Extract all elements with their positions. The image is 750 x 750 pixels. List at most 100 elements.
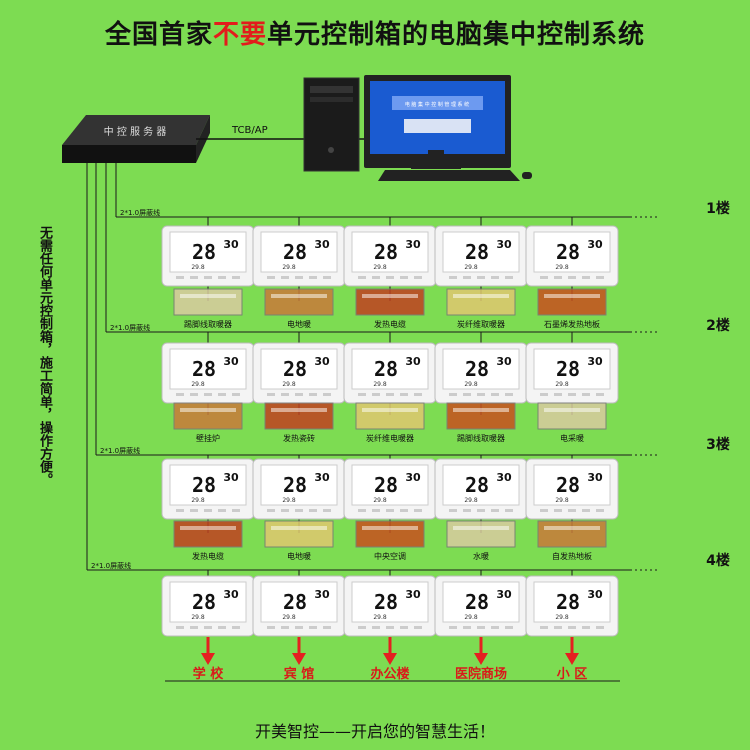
device-label: 炭纤维取暖器 — [457, 319, 505, 329]
device-label: 自发热地板 — [552, 551, 592, 561]
thermostat-setpoint: 30 — [496, 588, 512, 601]
device-label: 电地暖 — [287, 551, 311, 561]
bus-label: 2*1.0屏蔽线 — [100, 446, 140, 455]
device-image: 水暖 — [446, 520, 516, 561]
thermostat-small-readout: 29.8 — [555, 264, 569, 271]
thermostat-temp: 28 — [465, 357, 489, 381]
destination-arrow: 小 区 — [557, 637, 587, 682]
floor-label: 1楼 — [706, 200, 730, 217]
thermostat-setpoint: 30 — [314, 238, 330, 251]
bus-label: 2*1.0屏蔽线 — [91, 561, 131, 570]
bus-label: 2*1.0屏蔽线 — [110, 323, 150, 332]
floor-label: 4楼 — [706, 552, 730, 569]
thermostat-temp: 28 — [556, 473, 580, 497]
thermostat-setpoint: 30 — [496, 471, 512, 484]
thermostat-small-readout: 29.8 — [464, 497, 478, 504]
monitor-icon: 电 脑 集 中 控 制 管 理 系 统 — [364, 75, 511, 169]
destination-label: 宾 馆 — [284, 666, 315, 682]
thermostat-small-readout: 29.8 — [191, 497, 205, 504]
footer-slogan: 开美智控——开启您的智慧生活！ — [254, 722, 495, 741]
thermostat-small-readout: 29.8 — [464, 264, 478, 271]
thermostat-setpoint: 30 — [587, 471, 603, 484]
device-image: 炭纤维电暖器 — [355, 402, 425, 443]
device-image: 踢脚线取暖器 — [446, 402, 516, 443]
monitor-text: 电 脑 集 中 控 制 管 理 系 统 — [405, 101, 469, 108]
thermostat-setpoint: 30 — [405, 355, 421, 368]
device-image: 石墨烯发热地板 — [537, 288, 607, 329]
thermostat-setpoint: 30 — [496, 238, 512, 251]
destination-label: 办公楼 — [370, 666, 409, 682]
thermostat-temp: 28 — [465, 473, 489, 497]
thermostat-small-readout: 29.8 — [282, 381, 296, 388]
thermostat-small-readout: 29.8 — [191, 614, 205, 621]
thermostat-setpoint: 30 — [405, 588, 421, 601]
device-image: 自发热地板 — [537, 520, 607, 561]
device-image: 发热电缆 — [355, 288, 425, 329]
thermostat-small-readout: 29.8 — [464, 381, 478, 388]
thermostat-setpoint: 30 — [405, 238, 421, 251]
destination-arrow: 宾 馆 — [284, 637, 315, 682]
device-label: 踢脚线取暖器 — [184, 319, 232, 329]
thermostat-panel: 28 30 29.8 — [434, 225, 528, 287]
thermostat-panel: 28 30 29.8 — [161, 458, 255, 520]
destination-arrow: 办公楼 — [370, 637, 410, 682]
thermostat-temp: 28 — [465, 240, 489, 264]
device-image: 炭纤维取暖器 — [446, 288, 516, 329]
destination-arrow: 学 校 — [193, 637, 224, 682]
keyboard-icon — [378, 170, 532, 181]
device-label: 发热瓷砖 — [283, 433, 315, 443]
server-box: 中 控 服 务 器 — [62, 115, 210, 163]
floor-label: 3楼 — [706, 436, 730, 453]
device-label: 壁挂炉 — [196, 433, 220, 443]
thermostat-temp: 28 — [283, 357, 307, 381]
thermostat-small-readout: 29.8 — [373, 614, 387, 621]
thermostat-setpoint: 30 — [496, 355, 512, 368]
thermostat-temp: 28 — [374, 473, 398, 497]
thermostat-small-readout: 29.8 — [282, 614, 296, 621]
thermostat-setpoint: 30 — [587, 355, 603, 368]
thermostat-temp: 28 — [374, 590, 398, 614]
thermostat-panel: 28 30 29.8 — [525, 225, 619, 287]
thermostat-small-readout: 29.8 — [373, 497, 387, 504]
thermostat-temp: 28 — [192, 473, 216, 497]
device-label: 水暖 — [473, 551, 489, 561]
device-image: 电地暖 — [264, 520, 334, 561]
floor-label: 2楼 — [706, 317, 730, 334]
device-image: 发热电缆 — [173, 520, 243, 561]
thermostat-setpoint: 30 — [314, 471, 330, 484]
thermostat-temp: 28 — [283, 240, 307, 264]
device-label: 电地暖 — [287, 319, 311, 329]
thermostat-temp: 28 — [556, 240, 580, 264]
device-label: 炭纤维电暖器 — [366, 433, 414, 443]
device-image: 发热瓷砖 — [264, 402, 334, 443]
thermostat-temp: 28 — [374, 240, 398, 264]
thermostat-setpoint: 30 — [314, 588, 330, 601]
page-title: 全国首家不要单元控制箱的电脑集中控制系统 — [104, 20, 646, 50]
device-image: 电采暖 — [537, 402, 607, 443]
thermostat-setpoint: 30 — [223, 471, 239, 484]
thermostat-setpoint: 30 — [587, 238, 603, 251]
device-label: 发热电缆 — [374, 319, 406, 329]
device-label: 电采暖 — [560, 433, 584, 443]
link-label: TCB/AP — [231, 125, 268, 136]
thermostat-temp: 28 — [374, 357, 398, 381]
device-label: 发热电缆 — [192, 551, 224, 561]
device-label: 中央空调 — [374, 551, 406, 561]
thermostat-setpoint: 30 — [587, 588, 603, 601]
thermostat-small-readout: 29.8 — [373, 381, 387, 388]
server-label: 中 控 服 务 器 — [104, 125, 167, 138]
side-note: 无需任何单元控制箱，施工简单，操作方便。 — [37, 226, 52, 486]
thermostat-temp: 28 — [556, 590, 580, 614]
thermostat-panel: 28 30 29.8 — [434, 458, 528, 520]
device-label: 石墨烯发热地板 — [544, 319, 600, 329]
device-image: 踢脚线取暖器 — [173, 288, 243, 329]
thermostat-small-readout: 29.8 — [464, 614, 478, 621]
